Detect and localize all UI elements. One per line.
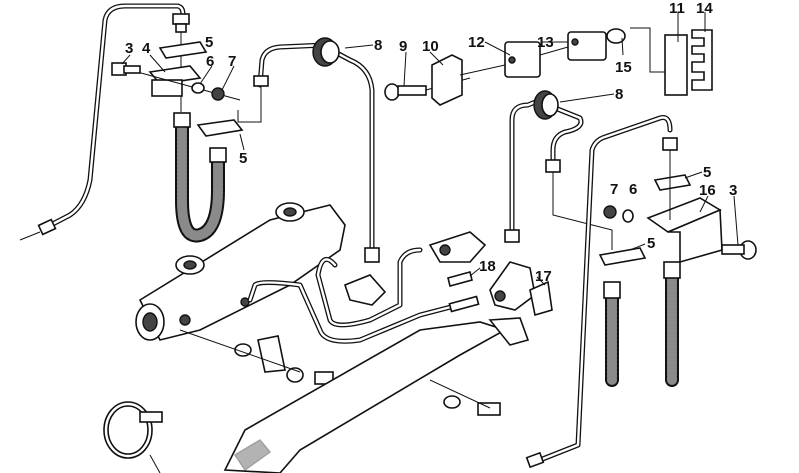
brake-master-cylinder	[135, 202, 346, 341]
bolt-and-bracket	[384, 54, 471, 106]
callout-9: 9	[399, 38, 407, 55]
callout-14: 14	[696, 0, 713, 17]
brake-pipe-right	[525, 115, 678, 469]
callout-6: 6	[206, 53, 214, 70]
callout-5: 5	[647, 235, 655, 252]
brake-t-piece	[447, 229, 553, 317]
callout-leaders	[121, 12, 739, 286]
brake-pipes-lower	[247, 231, 487, 344]
callout-18: 18	[479, 258, 496, 275]
callout-17: 17	[535, 268, 552, 285]
brake-pipe-left	[19, 3, 186, 241]
callout-5: 5	[703, 164, 711, 181]
callout-11: 11	[669, 0, 685, 17]
brake-pipe-center-top	[237, 37, 375, 258]
callout-6: 6	[629, 181, 637, 198]
lower-fittings	[179, 329, 501, 416]
callout-5: 5	[205, 34, 213, 51]
callout-15: 15	[615, 59, 632, 76]
callout-8: 8	[615, 86, 623, 103]
pipe-clips	[459, 27, 713, 96]
mounting-bracket-right	[598, 150, 757, 266]
callout-3: 3	[729, 182, 737, 199]
brake-hose-left	[173, 112, 244, 243]
callout-12: 12	[468, 34, 485, 51]
callout-7: 7	[610, 181, 618, 198]
callout-5: 5	[239, 150, 247, 167]
hose-fitting-upper-left	[111, 13, 241, 112]
callout-labels: 5 3 4 6 7 5 8 9 10 12 13 15 11 14 8 5 7 …	[125, 0, 737, 285]
callout-8: 8	[374, 37, 382, 54]
hose-clamp	[103, 401, 163, 473]
callout-7: 7	[228, 53, 236, 70]
callout-16: 16	[699, 182, 716, 199]
brake-hoses-right	[603, 261, 681, 387]
callout-13: 13	[537, 34, 554, 51]
callout-4: 4	[142, 40, 151, 57]
brake-pipe-center-right	[509, 90, 613, 250]
heat-shield-bracket	[223, 317, 530, 473]
callout-3: 3	[125, 40, 133, 57]
callout-10: 10	[422, 38, 439, 55]
